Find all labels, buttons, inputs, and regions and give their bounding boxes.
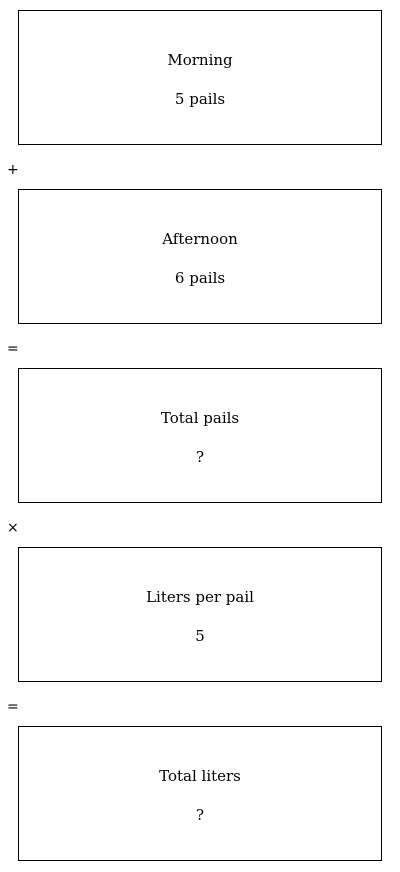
total-pails-box: Total pails ? — [18, 368, 382, 503]
afternoon-label: Afternoon — [162, 230, 238, 248]
total-liters-value: ? — [195, 806, 205, 824]
liters-per-pail-label: Liters per pail — [146, 588, 254, 606]
total-liters-box: Total liters ? — [18, 726, 382, 861]
morning-box: Morning 5 pails — [18, 10, 382, 145]
liters-per-pail-value: 5 — [195, 627, 205, 645]
equals-operator-2: = — [7, 699, 19, 715]
total-liters-label: Total liters — [159, 767, 241, 785]
multiply-operator: × — [7, 520, 19, 536]
total-pails-label: Total pails — [160, 409, 240, 427]
morning-label: Morning — [167, 51, 233, 69]
morning-value: 5 pails — [174, 90, 226, 108]
afternoon-box: Afternoon 6 pails — [18, 189, 382, 324]
equals-operator-1: = — [7, 341, 19, 357]
total-pails-value: ? — [195, 448, 205, 466]
liters-per-pail-box: Liters per pail 5 — [18, 547, 382, 682]
plus-operator: + — [7, 162, 19, 178]
afternoon-value: 6 pails — [174, 269, 226, 287]
